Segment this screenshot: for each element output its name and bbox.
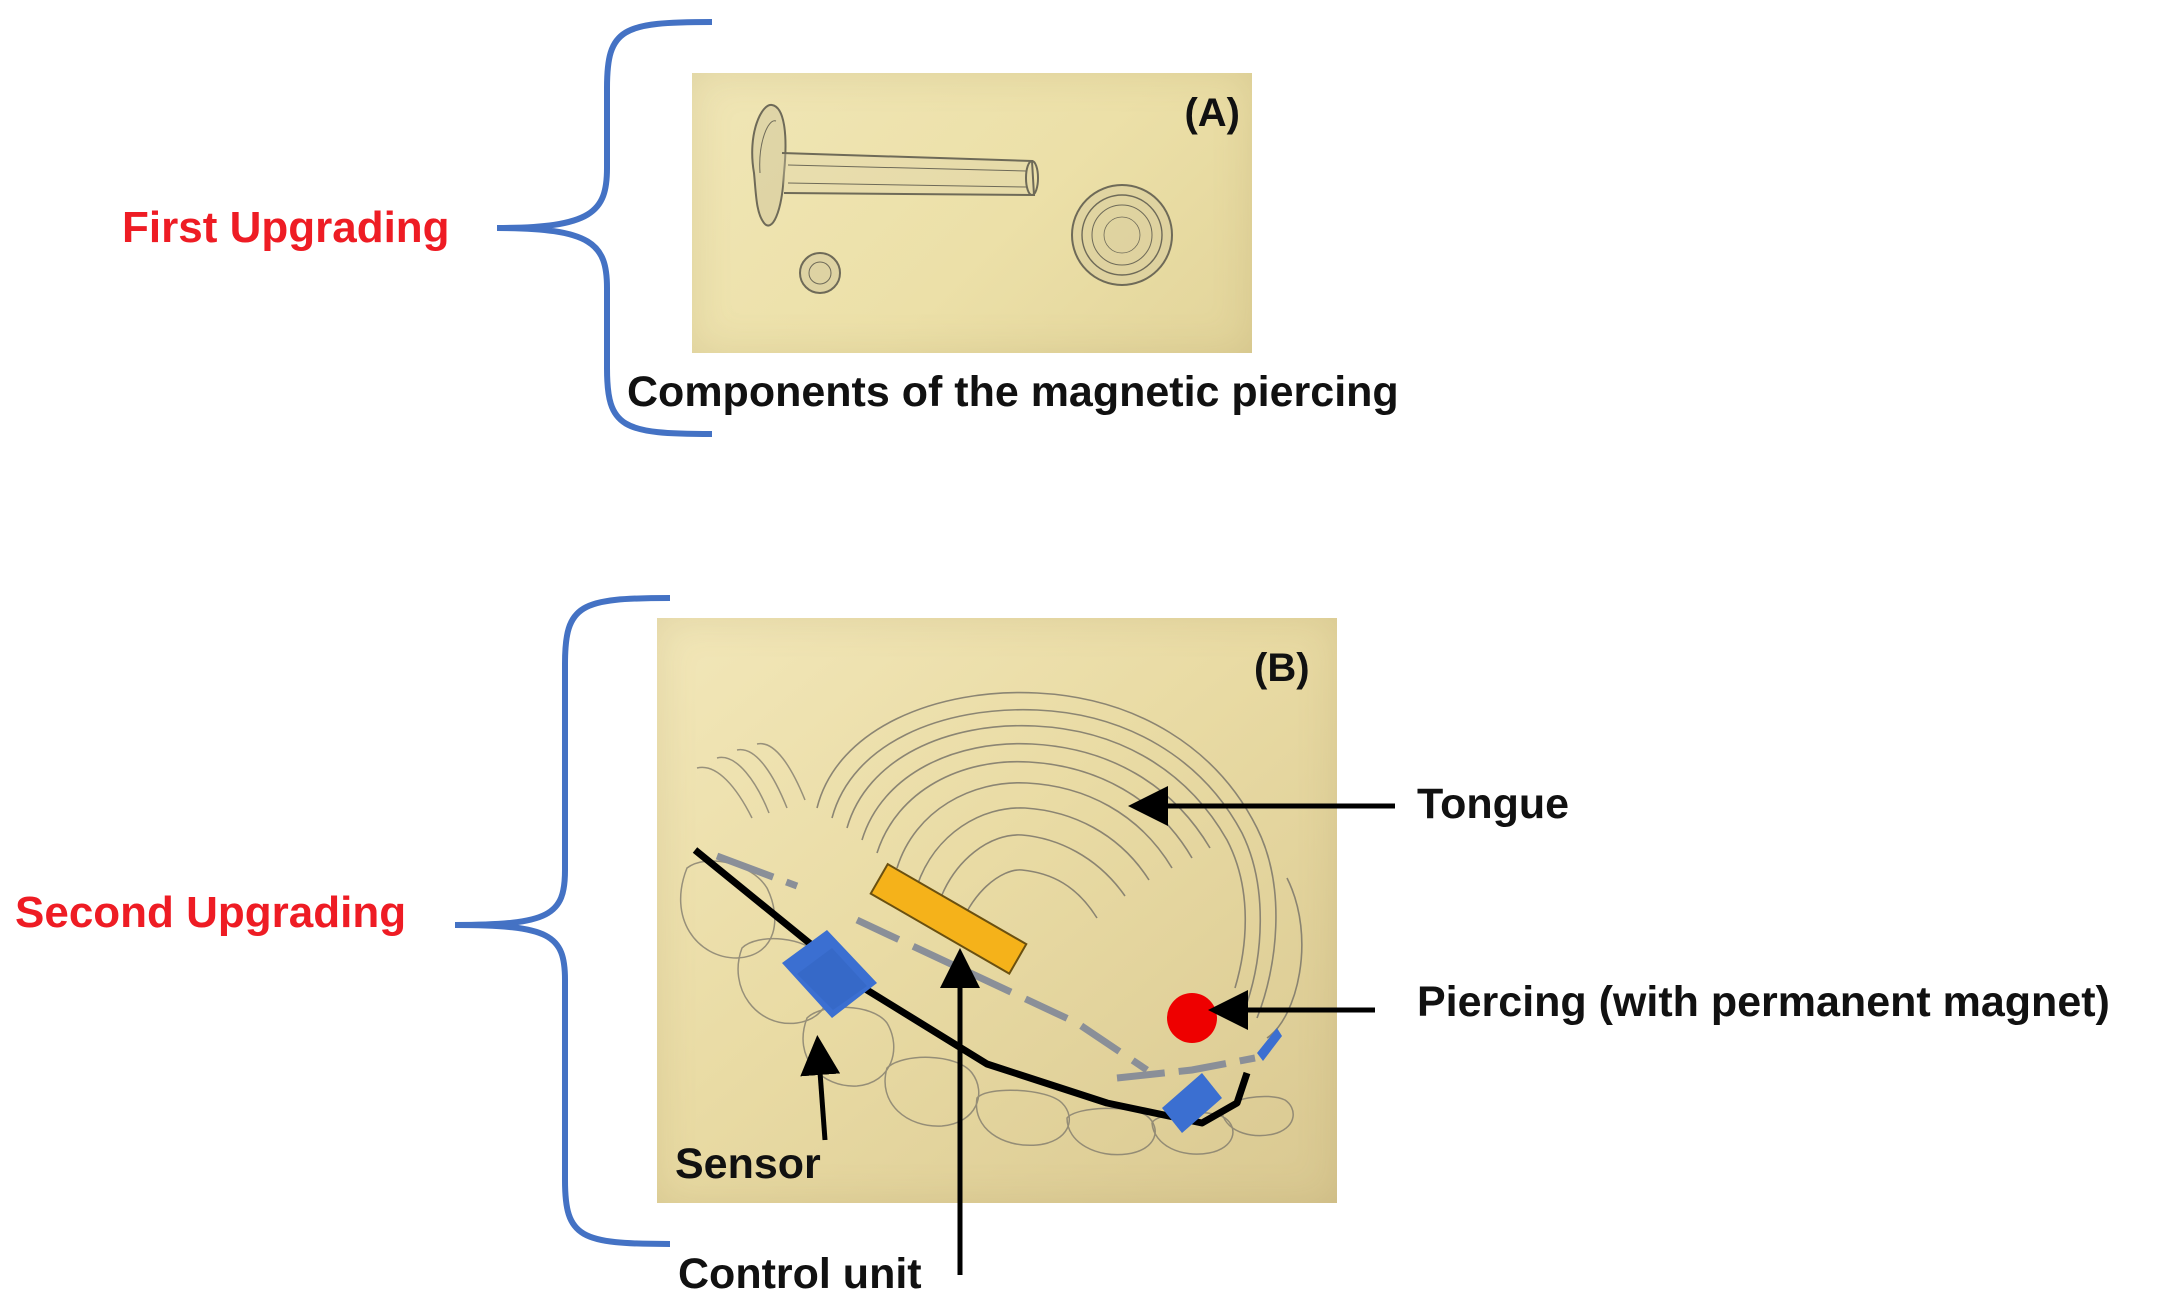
magnetic-piercing-photo: (A) [692,73,1252,353]
sensor-icon [782,930,877,1018]
magnet-disc-icon [1071,184,1173,286]
control-unit-callout: Control unit [678,1250,922,1298]
magnetic-piercing-caption: Components of the magnetic piercing [627,368,1399,416]
panel-a-tag: (A) [1184,91,1240,135]
teeth-outline-icon [680,742,1294,1156]
panel-b-tag: (B) [1254,646,1310,690]
piercing-magnet-icon [1167,993,1217,1043]
control-unit-icon [869,862,1028,975]
tongue-callout: Tongue [1417,780,1570,828]
second-upgrading-label: Second Upgrading [15,888,407,937]
tongue-device-photo: (B) [657,618,1337,1203]
first-upgrading-label: First Upgrading [122,203,450,252]
dashed-line-icon [715,852,1256,1082]
barbell-shaft-icon [781,152,1039,197]
sensor-icon-3 [1257,1028,1282,1061]
sensor-callout: Sensor [675,1140,821,1188]
piercing-components-sketch [751,104,1173,294]
sensor-icon-2 [1162,1073,1222,1133]
piercing-callout: Piercing (with permanent magnet) [1417,978,2110,1026]
sensor-arrow-icon [800,1035,841,1141]
small-ball-icon [799,252,841,294]
barbell-head-icon [751,104,787,227]
